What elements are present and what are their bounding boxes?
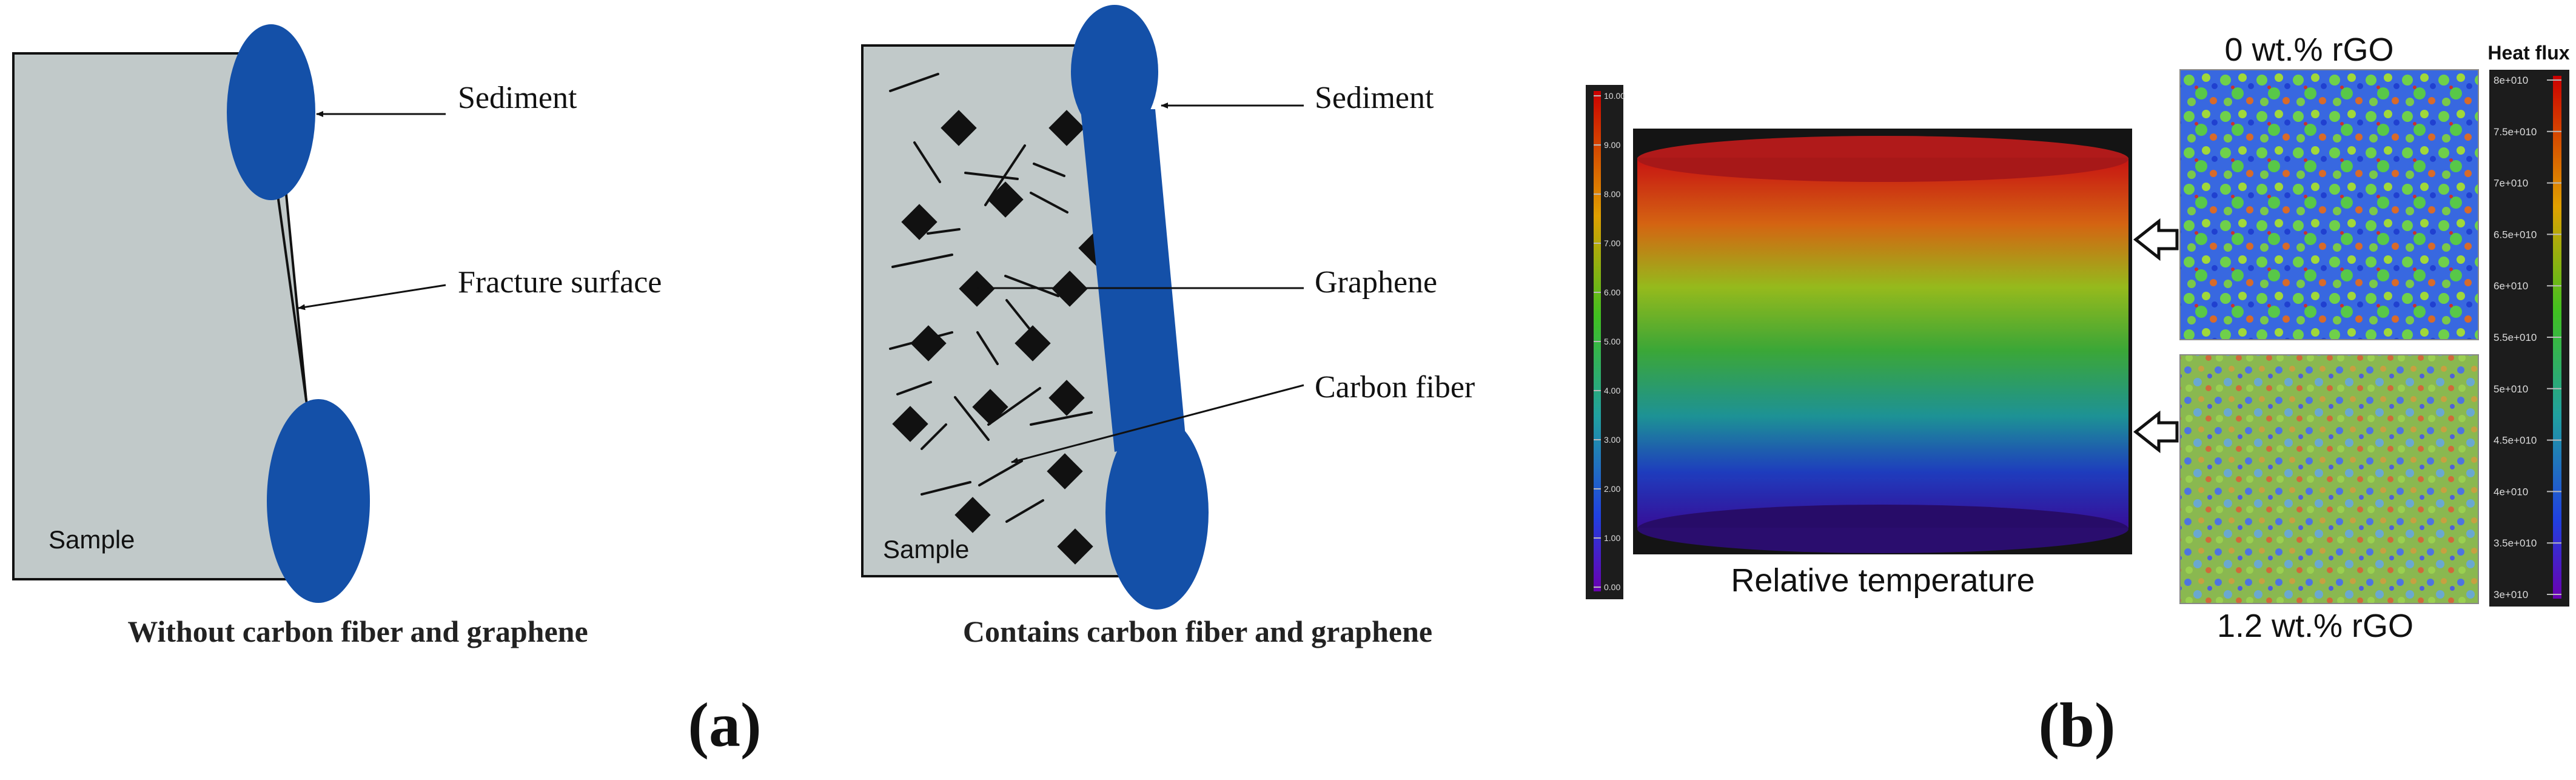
heat-flux-scale-tick-label: 6.5e+010 — [2494, 229, 2537, 240]
temperature-scale-tick-label: 10.00 — [1604, 91, 1625, 101]
sediment-label: Sediment — [458, 81, 577, 115]
fracture-label: Fracture surface — [458, 265, 662, 300]
temperature-scale-tick-label: 9.00 — [1604, 140, 1620, 150]
heat-flux-scale-tick-label: 5.5e+010 — [2494, 332, 2537, 343]
panel-label-b: (b) — [2038, 690, 2115, 760]
temperature-scale-tick-label: 5.00 — [1604, 337, 1620, 346]
temperature-scale-tick-label: 1.00 — [1604, 533, 1620, 543]
panel-b: 10.00 9.00 8.00 7.00 6.00 5.00 4.00 3.00 2.00 1.0… — [1586, 32, 2570, 644]
heat-flux-map-top — [2179, 69, 2479, 340]
temperature-scale-tick-label: 7.00 — [1604, 238, 1620, 248]
bottom-map-label: 1.2 wt.% rGO — [2217, 608, 2413, 644]
caption-with: Contains carbon fiber and graphene — [963, 614, 1432, 648]
heat-flux-scale-tick-label: 4.5e+010 — [2494, 435, 2537, 446]
top-map-label: 0 wt.% rGO — [2224, 32, 2393, 68]
heat-flux-title: Heat flux — [2487, 42, 2569, 64]
fracture-arrow — [298, 284, 446, 311]
graphene-label: Graphene — [1315, 265, 1437, 300]
sediment-bottom — [267, 399, 370, 603]
temperature-scale-tick-label: 2.00 — [1604, 484, 1620, 494]
temperature-scale-tick-label: 3.00 — [1604, 435, 1620, 445]
diagram-without-additives: Sample Sediment Fracture surface Without… — [12, 24, 662, 648]
heat-flux-scale-tick-label: 7e+010 — [2494, 178, 2528, 189]
heat-flux-scale-tick-label: 4e+010 — [2494, 486, 2528, 497]
temperature-scale-tick-label: 6.00 — [1604, 287, 1620, 297]
diagram-with-additives: Sample Sediment Graphene Carbon fiber Co… — [861, 5, 1475, 648]
sample-label: Sample — [883, 535, 969, 563]
heat-flux-map-bottom — [2179, 354, 2479, 604]
temperature-scale-tick-label: 8.00 — [1604, 189, 1620, 199]
heat-flux-scale-tick-label: 3.5e+010 — [2494, 537, 2537, 549]
temperature-scale-frame — [1586, 85, 1623, 599]
sample-label: Sample — [49, 525, 135, 554]
panel-label-a: (a) — [688, 690, 761, 760]
sediment-label: Sediment — [1315, 81, 1434, 115]
sediment-top — [227, 24, 315, 200]
heat-flux-scale-tick-label: 8e+010 — [2494, 75, 2528, 86]
carbon-fiber-strands — [889, 73, 1093, 523]
temperature-caption: Relative temperature — [1731, 562, 2034, 599]
heat-flux-scale-tick-label: 5e+010 — [2494, 383, 2528, 395]
heat-flux-scale-ticks: 8e+010 7.5e+010 7e+010 6.5e+010 6e+010 5.5e+0… — [2494, 75, 2561, 600]
caption-without: Without carbon fiber and graphene — [127, 614, 588, 648]
temperature-scale-ticks: 10.00 9.00 8.00 7.00 6.00 5.00 4.00 3.00 2.00 1.0… — [1594, 91, 1625, 592]
cylinder-render — [1637, 136, 2128, 553]
temperature-scale-tick-label: 4.00 — [1604, 386, 1620, 395]
arrow-to-top-map-icon — [2133, 218, 2179, 261]
heat-flux-scale-tick-label: 6e+010 — [2494, 280, 2528, 292]
carbon-fiber-arrow — [1011, 384, 1304, 464]
heat-flux-scale-tick-label: 3e+010 — [2494, 589, 2528, 600]
sediment-top — [1071, 5, 1158, 138]
fracture-surface-line — [275, 181, 307, 401]
sediment-column — [1081, 109, 1186, 452]
graphene-flakes — [892, 110, 1115, 565]
carbon-fiber-label: Carbon fiber — [1315, 370, 1475, 405]
arrow-to-bottom-map-icon — [2133, 410, 2179, 454]
sediment-bottom — [1105, 415, 1209, 610]
heat-flux-scale-tick-label: 7.5e+010 — [2494, 126, 2537, 138]
temperature-scale-tick-label: 0.00 — [1604, 582, 1620, 592]
